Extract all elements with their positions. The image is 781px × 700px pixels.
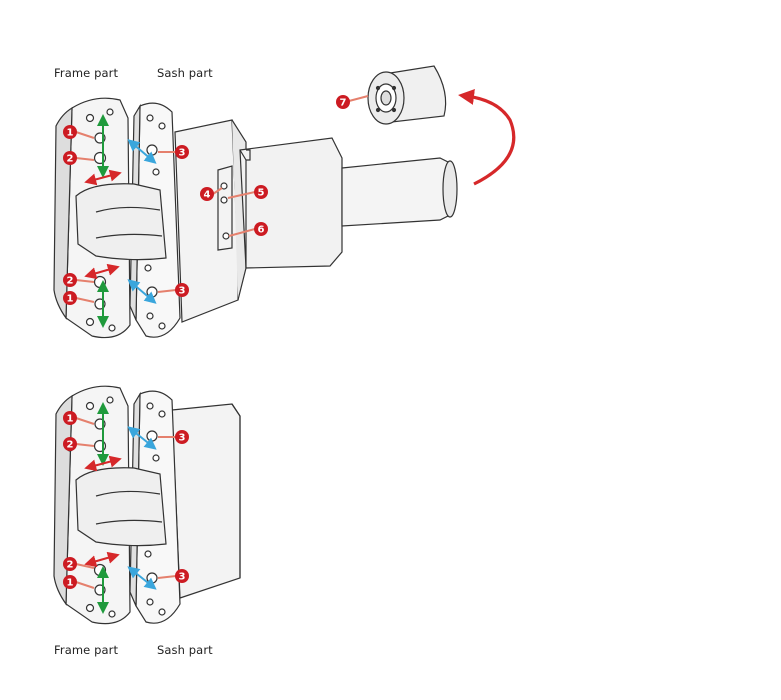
marker-label: 4: [204, 190, 211, 201]
removal-cap-drawing: [367, 65, 447, 125]
marker-label: 2: [67, 560, 74, 571]
marker-2-top-lower: 2: [63, 273, 95, 287]
caption-top-sash-part: Sash part: [157, 66, 213, 80]
bottom-adjustment-arrows: [84, 402, 157, 614]
top-adjustment-arrows: [84, 114, 157, 328]
marker-3-top-lower: 3: [157, 283, 189, 297]
marker-label: 1: [67, 128, 74, 139]
marker-label: 3: [179, 286, 186, 297]
marker-3-bottom-upper: 3: [158, 430, 189, 444]
caption-bottom-sash-part: Sash part: [157, 643, 213, 657]
marker-label: 5: [258, 188, 265, 199]
marker-2-top-upper: 2: [63, 151, 95, 165]
marker-4: 4: [200, 187, 223, 201]
marker-3-bottom-lower: 3: [157, 569, 189, 583]
marker-label: 2: [67, 276, 74, 287]
marker-1-top-upper: 1: [63, 125, 95, 139]
bottom-hinge-drawing: [53, 385, 241, 625]
marker-label: 1: [67, 578, 74, 589]
marker-6: 6: [228, 222, 268, 237]
marker-2-bottom-upper: 2: [63, 437, 95, 451]
marker-3-top-upper: 3: [158, 145, 189, 159]
marker-label: 1: [67, 294, 74, 305]
marker-label: 1: [67, 414, 74, 425]
marker-label: 3: [179, 433, 186, 444]
marker-5: 5: [227, 185, 268, 199]
rotation-arrow: [458, 89, 516, 186]
marker-label: 2: [67, 154, 74, 165]
marker-label: 2: [67, 440, 74, 451]
marker-1-top-lower: 1: [63, 291, 95, 305]
caption-top-frame-part: Frame part: [54, 66, 119, 80]
marker-label: 6: [258, 225, 265, 236]
marker-1-bottom-lower: 1: [63, 575, 95, 589]
marker-label: 3: [179, 148, 186, 159]
marker-label: 7: [340, 98, 347, 109]
marker-label: 3: [179, 572, 186, 583]
marker-2-bottom-lower: 2: [63, 557, 95, 571]
marker-1-bottom-upper: 1: [63, 411, 95, 425]
caption-bottom-frame-part: Frame part: [54, 643, 119, 657]
marker-7: 7: [336, 95, 369, 109]
top-hinge-drawing: [53, 97, 458, 339]
